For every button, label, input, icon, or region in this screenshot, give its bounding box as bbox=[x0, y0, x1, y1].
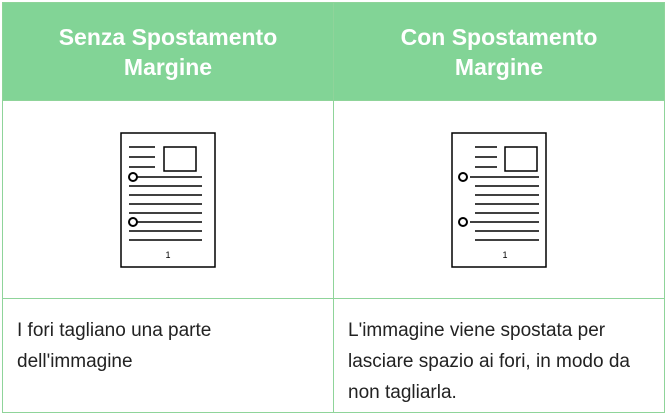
image-box bbox=[163, 145, 197, 172]
page-number: 1 bbox=[502, 250, 507, 260]
description-row: I fori tagliano una parte dell'immagine … bbox=[2, 298, 665, 413]
punch-hole-bottom bbox=[458, 216, 468, 227]
description-cell-without-shift: I fori tagliano una parte dell'immagine bbox=[2, 298, 334, 413]
description-with-shift: L'immagine viene spostata per lasciare s… bbox=[348, 320, 630, 403]
header-with-shift-label: Con Spostamento Margine bbox=[400, 23, 598, 80]
illustration-cell-without-shift: 1 bbox=[2, 100, 334, 299]
header-with-shift: Con Spostamento Margine bbox=[333, 2, 665, 101]
document-without-shift-illustration: 1 bbox=[120, 131, 216, 268]
punch-hole-top bbox=[458, 171, 468, 182]
punch-hole-bottom bbox=[128, 216, 138, 227]
image-box bbox=[504, 145, 538, 172]
header-without-shift-label: Senza Spostamento Margine bbox=[58, 23, 278, 80]
header-row: Senza Spostamento Margine Con Spostament… bbox=[2, 2, 665, 101]
document-with-shift-illustration: 1 bbox=[451, 131, 547, 268]
page-number: 1 bbox=[165, 250, 170, 260]
description-cell-with-shift: L'immagine viene spostata per lasciare s… bbox=[333, 298, 665, 413]
header-without-shift: Senza Spostamento Margine bbox=[2, 2, 334, 101]
illustration-row: 1 1 bbox=[2, 100, 665, 299]
description-without-shift: I fori tagliano una parte dell'immagine bbox=[17, 320, 212, 372]
illustration-cell-with-shift: 1 bbox=[333, 100, 665, 299]
punch-hole-top bbox=[128, 171, 138, 182]
